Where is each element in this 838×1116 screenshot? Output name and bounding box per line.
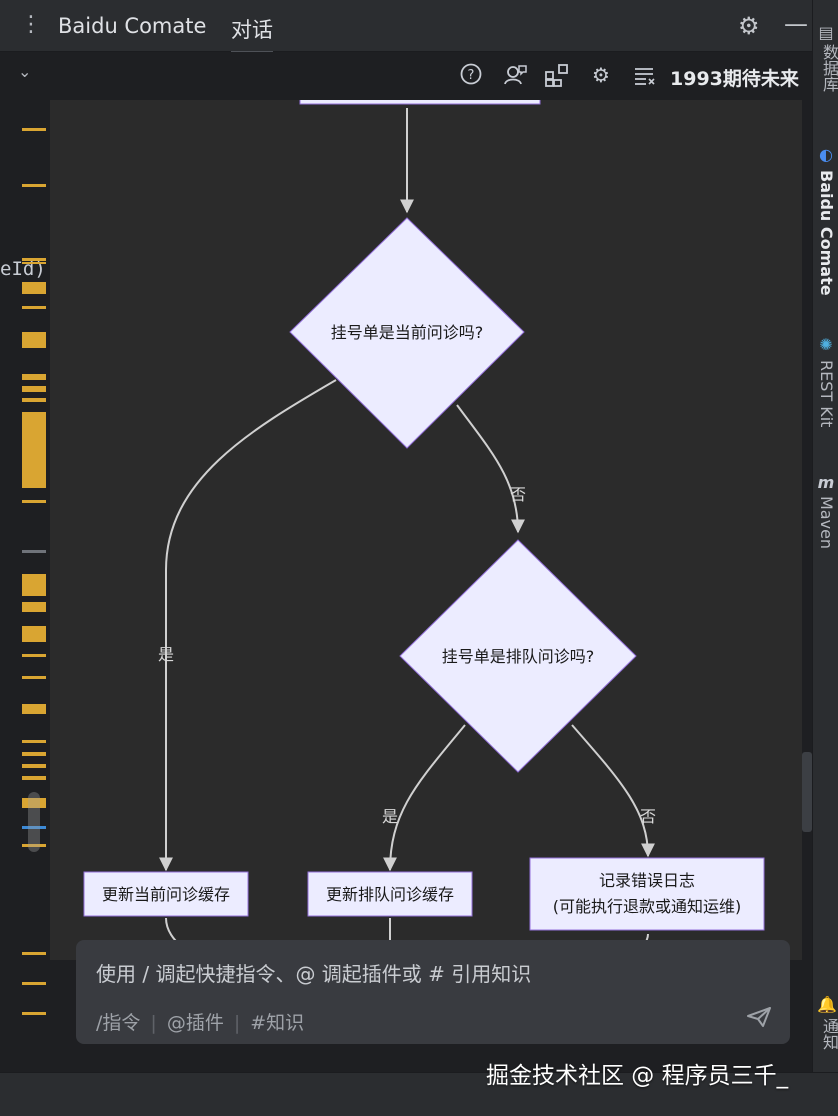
tool-notifications[interactable]: 通知 (820, 1018, 838, 1050)
command-button[interactable]: /指令 (96, 1012, 141, 1034)
tab-dialogue[interactable]: 对话 (231, 14, 273, 54)
flow-action-update-queue (307, 871, 473, 917)
edge-label-yes: 是 (382, 807, 398, 826)
flow-action-update-current (83, 871, 249, 917)
user-name[interactable]: 1993期待未来 (670, 68, 799, 90)
flow-action-log-error (529, 857, 765, 931)
status-bar (0, 1072, 838, 1116)
right-tool-strip: ▤ 数据库 ◐ Baidu Comate ✺ REST Kit m Maven … (812, 0, 838, 1072)
flow-edge (383, 724, 466, 872)
chat-input-box[interactable]: 使用 / 调起快捷指令、@ 调起插件或 # 引用知识 /指令 | @插件 | #知识 (76, 940, 790, 1044)
chat-message-area: 挂号单是当前问诊吗? 挂号单是排队问诊吗? 是 否 是 否 更新当前问诊缓存 更… (50, 100, 802, 960)
chevron-down-icon[interactable]: ⌄ (18, 62, 32, 81)
change-marker (22, 398, 46, 402)
change-marker (22, 574, 46, 596)
edge-label-no: 否 (640, 807, 656, 826)
editor-gutter: ⌄ eId) (0, 52, 50, 1072)
change-marker (22, 764, 46, 768)
minimize-icon[interactable]: — (784, 10, 808, 38)
input-tools: /指令 | @插件 | #知识 (96, 1008, 304, 1035)
flowchart: 挂号单是当前问诊吗? 挂号单是排队问诊吗? 是 否 是 否 更新当前问诊缓存 更… (83, 100, 765, 960)
help-icon[interactable]: ? (458, 62, 484, 88)
change-marker (22, 1012, 46, 1015)
comate-icon[interactable]: ◐ (819, 145, 833, 164)
comate-panel: ? ⚙ 1993期待未来 (50, 52, 812, 1072)
change-marker (22, 752, 46, 756)
send-icon[interactable] (746, 1006, 772, 1034)
plugin-button[interactable]: @插件 (166, 1012, 224, 1034)
change-marker (22, 982, 46, 985)
divider: | (150, 1012, 157, 1034)
change-marker (22, 412, 46, 488)
chat-input-placeholder[interactable]: 使用 / 调起快捷指令、@ 调起插件或 # 引用知识 (96, 962, 532, 986)
change-marker (22, 258, 46, 261)
decision-current-label: 挂号单是当前问诊吗? (331, 323, 484, 342)
gutter-scroll-thumb[interactable] (28, 792, 40, 852)
change-marker (22, 262, 46, 264)
knowledge-button[interactable]: #知识 (250, 1012, 305, 1034)
change-marker (22, 306, 46, 309)
change-marker (22, 676, 46, 679)
flow-edge (456, 404, 525, 534)
action-update-current-label: 更新当前问诊缓存 (102, 885, 230, 904)
tool-baidu-comate[interactable]: Baidu Comate (817, 170, 836, 296)
panel-toolbar: ? ⚙ 1993期待未来 (50, 52, 812, 100)
change-marker (22, 282, 46, 294)
change-marker (22, 602, 46, 612)
change-marker (22, 128, 46, 131)
change-marker (22, 550, 46, 553)
change-marker (22, 704, 46, 714)
change-marker (22, 844, 46, 847)
change-marker (22, 798, 46, 808)
divider: | (233, 1012, 241, 1034)
flow-decision-queue (399, 539, 637, 773)
change-marker (22, 500, 46, 503)
tool-maven[interactable]: Maven (817, 496, 836, 550)
change-marker (22, 654, 46, 657)
edge-label-no: 否 (510, 485, 526, 504)
tab-baidu-comate[interactable]: Baidu Comate (58, 14, 207, 38)
settings-icon[interactable]: ⚙ (592, 63, 610, 87)
change-marker (22, 776, 46, 780)
decision-queue-label: 挂号单是排队问诊吗? (442, 647, 595, 666)
change-marker (22, 386, 46, 392)
change-marker (22, 374, 46, 380)
action-update-queue-label: 更新排队问诊缓存 (326, 885, 454, 904)
rest-kit-icon[interactable]: ✺ (819, 335, 833, 354)
action-log-error-sublabel: (可能执行退款或通知运维) (553, 897, 742, 916)
feedback-icon[interactable] (502, 62, 528, 88)
maven-icon[interactable]: m (817, 473, 835, 492)
database-icon[interactable]: ▤ (818, 23, 834, 42)
action-log-error-label: 记录错误日志 (599, 871, 695, 890)
chat-scrollbar[interactable] (802, 752, 812, 832)
edge-label-yes: 是 (158, 645, 174, 664)
history-icon[interactable] (632, 62, 658, 88)
change-marker (22, 740, 46, 743)
change-marker (22, 952, 46, 955)
flow-edge (159, 379, 337, 872)
flow-decision-current (289, 217, 525, 449)
change-marker (22, 184, 46, 187)
bell-icon[interactable]: 🔔 (817, 995, 837, 1014)
tool-rest-kit[interactable]: REST Kit (817, 360, 836, 428)
flow-node-previous (299, 100, 541, 105)
change-marker (22, 826, 46, 829)
plugins-icon[interactable] (544, 62, 570, 88)
svg-text:?: ? (468, 68, 475, 83)
change-marker (22, 332, 46, 348)
gear-icon[interactable]: ⚙ (738, 12, 760, 40)
change-marker (22, 626, 46, 642)
watermark: 掘金技术社区 @ 程序员三千_ (486, 1063, 789, 1089)
tool-window-header: ⋮ Baidu Comate 对话 ⚙ — (0, 0, 812, 54)
more-options-icon[interactable]: ⋮ (20, 12, 42, 37)
tool-database[interactable]: 数据库 (820, 44, 838, 92)
flow-edge (571, 724, 655, 858)
